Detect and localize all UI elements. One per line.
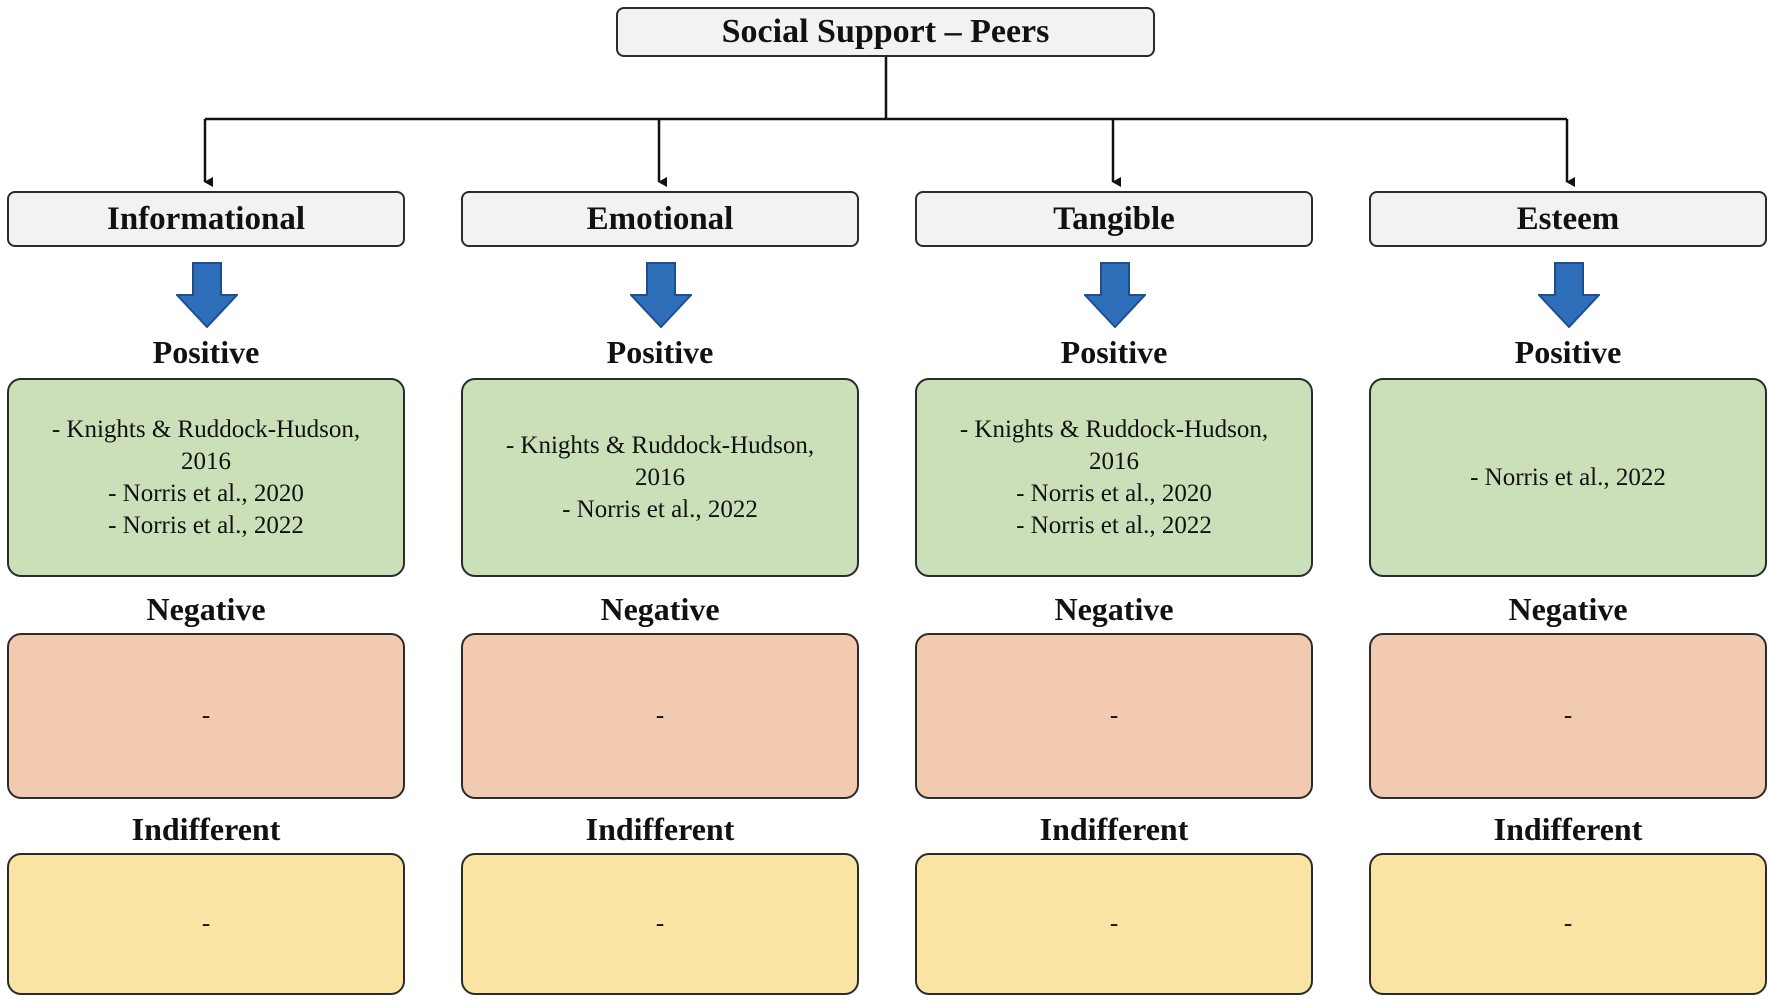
reference-line: 2016 — [1089, 447, 1139, 475]
indifferent-label: Indifferent — [131, 811, 281, 847]
reference-line: - — [1563, 910, 1573, 937]
indifferent-box: - — [1369, 853, 1767, 995]
reference-line: - Norris et al., 2022 — [108, 511, 304, 539]
reference-line: - — [201, 910, 211, 937]
negative-label: Negative — [1508, 591, 1628, 627]
indifferent-label: Indifferent — [585, 811, 735, 847]
category-node-informational: Informational — [7, 191, 405, 247]
column-esteem: Esteem Positive - Norris et al., 2022 Ne… — [1369, 0, 1767, 1001]
positive-box: - Norris et al., 2022 — [1369, 378, 1767, 577]
positive-box: - Knights & Ruddock-Hudson, 2016 - Norri… — [915, 378, 1313, 577]
column-tangible: Tangible Positive - Knights & Ruddock-Hu… — [915, 0, 1313, 1001]
reference-line: - — [655, 910, 665, 937]
reference-line: - Norris et al., 2020 — [1016, 479, 1212, 507]
category-node-esteem: Esteem — [1369, 191, 1767, 247]
category-label: Esteem — [1516, 200, 1620, 237]
column-emotional: Emotional Positive - Knights & Ruddock-H… — [461, 0, 859, 1001]
reference-line: - — [1563, 702, 1573, 729]
down-arrow-icon — [176, 262, 238, 328]
indifferent-box: - — [461, 853, 859, 995]
negative-box: - — [915, 633, 1313, 799]
reference-line: - Norris et al., 2020 — [108, 479, 304, 507]
negative-box: - — [7, 633, 405, 799]
reference-line: - — [655, 702, 665, 729]
reference-line: - Norris et al., 2022 — [1470, 463, 1666, 491]
category-node-tangible: Tangible — [915, 191, 1313, 247]
reference-line: - — [1109, 910, 1119, 937]
reference-line: - — [201, 702, 211, 729]
reference-line: - Knights & Ruddock-Hudson, — [959, 415, 1269, 443]
negative-box: - — [1369, 633, 1767, 799]
positive-label: Positive — [1060, 334, 1168, 370]
category-label: Tangible — [1053, 200, 1175, 237]
indifferent-label: Indifferent — [1039, 811, 1189, 847]
reference-line: - Knights & Ruddock-Hudson, — [51, 415, 361, 443]
column-informational: Informational Positive - Knights & Ruddo… — [7, 0, 405, 1001]
indifferent-label: Indifferent — [1493, 811, 1643, 847]
down-arrow-icon — [1084, 262, 1146, 328]
indifferent-box: - — [915, 853, 1313, 995]
category-label: Emotional — [586, 200, 734, 237]
positive-label: Positive — [152, 334, 260, 370]
negative-box: - — [461, 633, 859, 799]
positive-box: - Knights & Ruddock-Hudson, 2016 - Norri… — [7, 378, 405, 577]
negative-label: Negative — [146, 591, 266, 627]
category-node-emotional: Emotional — [461, 191, 859, 247]
negative-label: Negative — [600, 591, 720, 627]
category-label: Informational — [107, 200, 305, 237]
negative-label: Negative — [1054, 591, 1174, 627]
reference-line: 2016 — [635, 463, 685, 491]
root-node-label: Social Support – Peers — [721, 13, 1050, 50]
positive-box: - Knights & Ruddock-Hudson, 2016 - Norri… — [461, 378, 859, 577]
reference-line: - Norris et al., 2022 — [562, 495, 758, 523]
indifferent-box: - — [7, 853, 405, 995]
down-arrow-icon — [630, 262, 692, 328]
reference-line: - Knights & Ruddock-Hudson, — [505, 431, 815, 459]
positive-label: Positive — [606, 334, 714, 370]
down-arrow-icon — [1538, 262, 1600, 328]
reference-line: - Norris et al., 2022 — [1016, 511, 1212, 539]
root-node: Social Support – Peers — [616, 7, 1155, 57]
reference-line: 2016 — [181, 447, 231, 475]
positive-label: Positive — [1514, 334, 1622, 370]
reference-line: - — [1109, 702, 1119, 729]
